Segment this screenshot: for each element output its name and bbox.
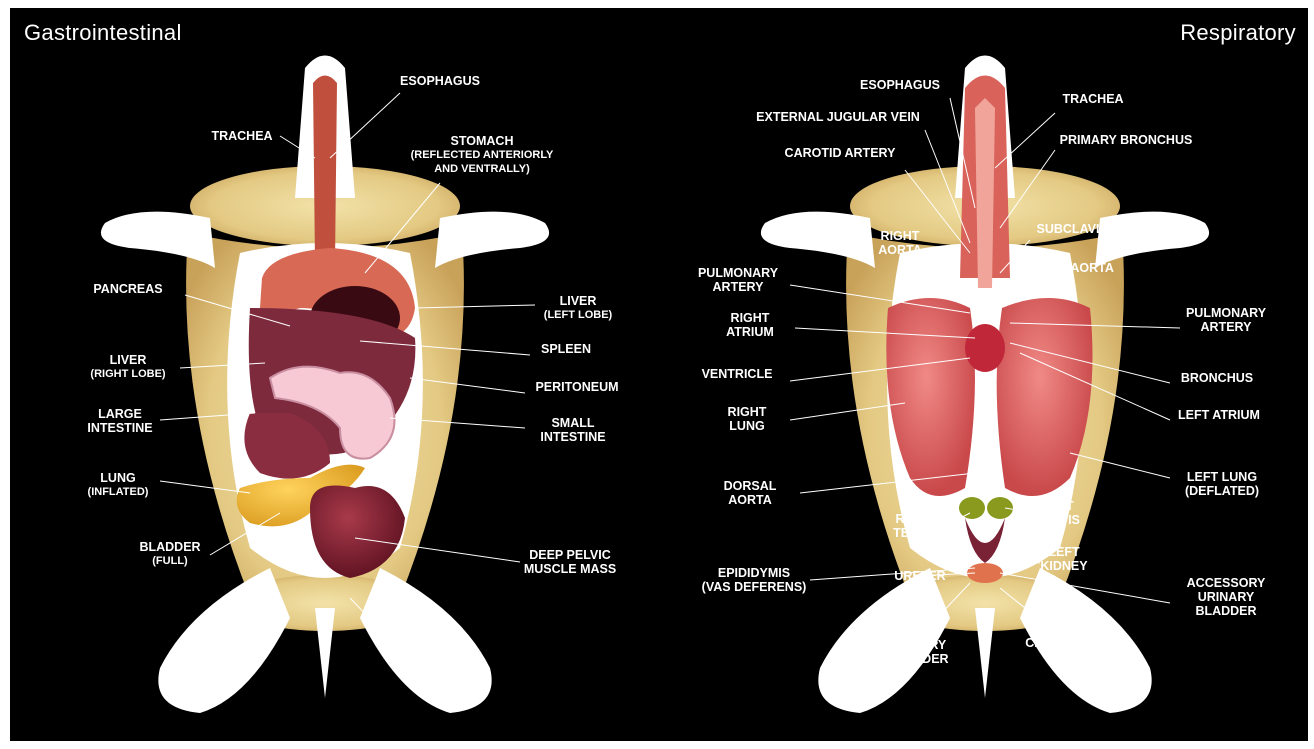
label-resp-ureter: URETER bbox=[894, 569, 945, 583]
label-resp-trachea: TRACHEA bbox=[1062, 92, 1123, 106]
label-gi-cloaca: CLOACA bbox=[385, 648, 438, 662]
label-gi-lung: LUNG(INFLATED) bbox=[88, 471, 149, 499]
label-resp-epididymis: EPIDIDYMIS(VAS DEFERENS) bbox=[702, 566, 807, 594]
diagram-plate: Gastrointestinal Respiratory ESOPHAGUS T… bbox=[10, 8, 1308, 741]
title-respiratory: Respiratory bbox=[1180, 20, 1296, 46]
label-gi-spleen: SPLEEN bbox=[541, 342, 591, 356]
label-gi-peritoneum: PERITONEUM bbox=[535, 380, 618, 394]
label-resp-carotid: CAROTID ARTERY bbox=[785, 146, 896, 160]
label-gi-bladder: BLADDER(FULL) bbox=[139, 540, 200, 568]
label-resp-left-aorta: LEFT AORTA bbox=[1036, 261, 1114, 275]
label-resp-cloaca: CLOACA bbox=[1025, 636, 1078, 650]
label-resp-bronchus: BRONCHUS bbox=[1181, 371, 1253, 385]
label-gi-liver-left: LIVER(LEFT LOBE) bbox=[544, 294, 612, 322]
label-resp-primary-bronchus: PRIMARY BRONCHUS bbox=[1060, 133, 1193, 147]
label-gi-liver-right: LIVER(RIGHT LOBE) bbox=[90, 353, 165, 381]
title-gastrointestinal: Gastrointestinal bbox=[24, 20, 182, 46]
label-resp-left-lung: LEFT LUNG(DEFLATED) bbox=[1185, 470, 1259, 498]
turtle-anatomy-illustration bbox=[10, 8, 1308, 741]
label-resp-esophagus: ESOPHAGUS bbox=[860, 78, 940, 92]
label-resp-subclavian: SUBCLAVIAN ARTERY bbox=[1037, 222, 1172, 236]
label-gi-esophagus: ESOPHAGUS bbox=[400, 74, 480, 88]
label-gi-pancreas: PANCREAS bbox=[93, 282, 162, 296]
label-resp-left-atrium: LEFT ATRIUM bbox=[1178, 408, 1260, 422]
label-resp-ventricle: VENTRICLE bbox=[702, 367, 773, 381]
label-gi-trachea: TRACHEA bbox=[211, 129, 272, 143]
label-resp-ext-jugular: EXTERNAL JUGULAR VEIN bbox=[756, 110, 920, 124]
gi-organs bbox=[237, 76, 416, 579]
